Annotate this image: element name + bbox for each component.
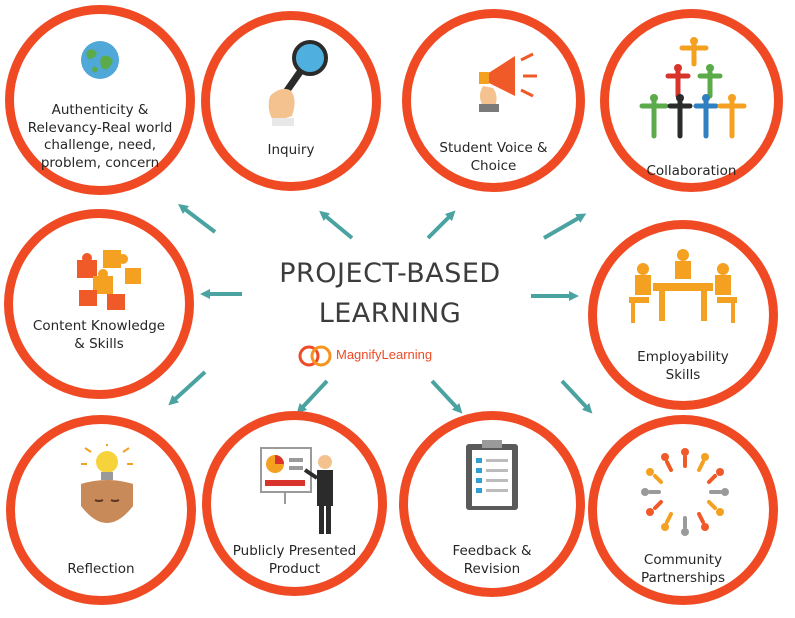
arrow-to-feedback bbox=[430, 379, 463, 414]
node-inquiry-label: Inquiry bbox=[210, 142, 372, 160]
label-line: problem, concern bbox=[40, 154, 160, 171]
arrow-to-voice bbox=[426, 210, 456, 240]
brand-name: MagnifyLearning bbox=[336, 347, 433, 362]
brand-swirl-icon bbox=[298, 345, 332, 367]
node-product: Publicly Presented Product bbox=[202, 411, 387, 596]
arrow-to-authenticity bbox=[178, 203, 217, 234]
brand-logo: MagnifyLearning bbox=[296, 338, 466, 374]
puzzle-pieces-icon bbox=[77, 250, 141, 310]
node-content-label: Content Knowledge & Skills bbox=[13, 318, 185, 353]
label-line: Relevancy-Real world bbox=[27, 119, 173, 136]
label-line: Employability bbox=[637, 349, 729, 365]
label-line: Partnerships bbox=[640, 569, 725, 586]
globe-icon bbox=[81, 41, 119, 79]
label-line: Community bbox=[643, 552, 723, 568]
lightbulb-head-icon bbox=[81, 444, 133, 523]
label-line: Authenticity & bbox=[51, 102, 149, 118]
node-product-label: Publicly Presented Product bbox=[211, 543, 378, 578]
label-line: Reflection bbox=[67, 561, 135, 577]
node-community-label: Community Partnerships bbox=[597, 552, 769, 587]
node-inquiry: Inquiry bbox=[201, 11, 381, 191]
node-collaboration: Collaboration bbox=[600, 9, 783, 192]
label-line: challenge, need, bbox=[43, 137, 157, 154]
label-line: Content Knowledge bbox=[32, 318, 166, 334]
arrow-to-inquiry bbox=[319, 210, 354, 240]
label-line: Choice bbox=[470, 157, 517, 174]
arrow-to-reflection bbox=[168, 370, 207, 406]
node-authenticity: Authenticity & Relevancy-Real world chal… bbox=[5, 5, 195, 195]
arrow-to-collaboration bbox=[542, 213, 587, 240]
node-reflection: Reflection bbox=[6, 415, 196, 605]
label-line: Publicly Presented bbox=[232, 543, 357, 559]
node-voice-label: Student Voice & Choice bbox=[411, 140, 576, 175]
label-line: Student Voice & bbox=[439, 140, 548, 156]
people-circle-icon bbox=[641, 448, 729, 536]
megaphone-icon bbox=[479, 52, 537, 112]
node-community: Community Partnerships bbox=[588, 415, 778, 605]
diagram-title-line1: PROJECT-BASED bbox=[279, 258, 501, 289]
diagram-title-line2: LEARNING bbox=[318, 298, 462, 329]
label-line: Revision bbox=[463, 560, 521, 577]
arrow-to-product bbox=[296, 379, 329, 414]
label-line: Collaboration bbox=[646, 163, 737, 179]
presenter-icon bbox=[260, 447, 333, 534]
magnifying-glass-icon bbox=[268, 40, 328, 126]
node-voice: Student Voice & Choice bbox=[402, 9, 585, 192]
label-line: & Skills bbox=[74, 335, 124, 352]
node-employability: Employability Skills bbox=[588, 220, 778, 410]
node-reflection-label: Reflection bbox=[15, 561, 187, 579]
meeting-table-icon bbox=[629, 249, 737, 323]
node-feedback-label: Feedback & Revision bbox=[408, 543, 576, 578]
clipboard-icon bbox=[466, 440, 518, 510]
label-line: Feedback & bbox=[452, 543, 532, 559]
arrow-to-community bbox=[560, 379, 593, 414]
node-collaboration-label: Collaboration bbox=[609, 163, 774, 181]
label-line: Inquiry bbox=[267, 142, 315, 158]
node-authenticity-label: Authenticity & Relevancy-Real world chal… bbox=[14, 102, 186, 172]
node-content: Content Knowledge & Skills bbox=[4, 209, 194, 399]
node-employability-label: Employability Skills bbox=[597, 349, 769, 384]
label-line: Skills bbox=[665, 366, 701, 383]
human-pyramid-icon bbox=[639, 37, 747, 139]
node-feedback: Feedback & Revision bbox=[399, 411, 585, 597]
label-line: Product bbox=[268, 560, 321, 577]
